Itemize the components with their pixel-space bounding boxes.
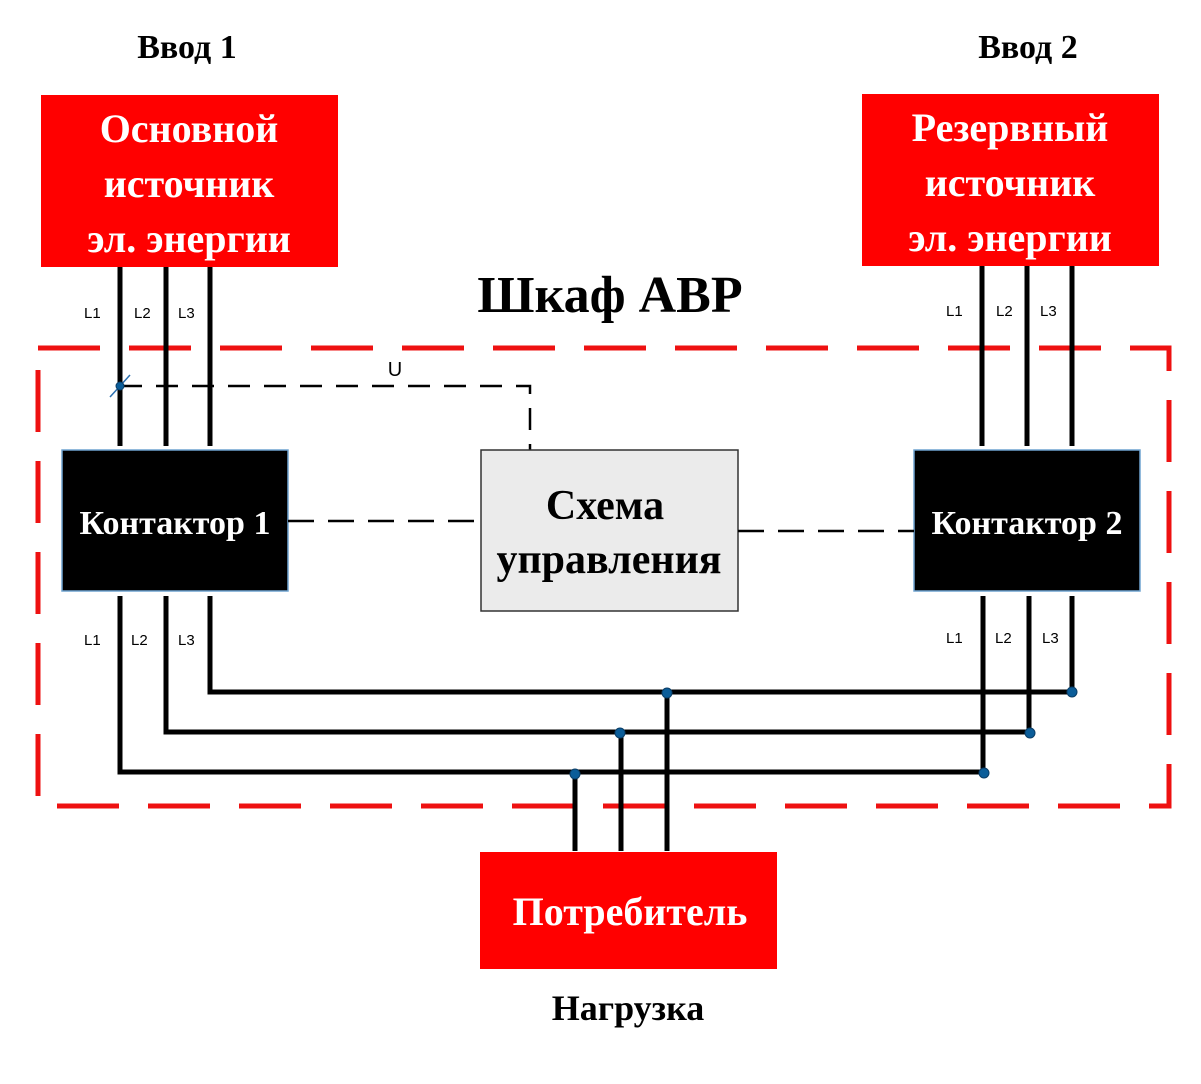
reserve-source-line-1: Резервный — [912, 105, 1109, 150]
contactor-2: Контактор 2 — [913, 449, 1141, 592]
junction-dot — [661, 687, 673, 699]
control-circuit: Схема управления — [480, 449, 739, 612]
main-source-line-2: источник — [104, 161, 275, 206]
phase-label-in2-l2: L2 — [996, 303, 1013, 320]
phase-label-in1-l1: L1 — [84, 305, 101, 322]
c1-out-l2 — [163, 596, 1030, 735]
junction-dot — [1066, 686, 1078, 698]
contactor-1: Контактор 1 — [61, 449, 289, 592]
cabinet-title: Шкаф АВР — [477, 267, 742, 324]
phase-label-in1-l2: L2 — [134, 305, 151, 322]
control-line-2: управления — [496, 537, 721, 583]
junction-dot — [569, 768, 581, 780]
phase-label-c1-l2: L2 — [131, 632, 148, 649]
voltage-sense-line — [109, 374, 532, 450]
c1-out-l3 — [207, 596, 1071, 695]
phase-label-c1-l1: L1 — [84, 632, 101, 649]
voltage-label: U — [388, 359, 402, 381]
input1-label: Ввод 1 — [137, 29, 237, 66]
reserve-source-box: Резервный источник эл. энергии — [862, 94, 1159, 266]
junction-dot — [614, 727, 626, 739]
phase-label-in1-l3: L3 — [178, 305, 195, 322]
c1-out-l1 — [117, 596, 984, 775]
phase-label-in2-l1: L1 — [946, 303, 963, 320]
junction-dot — [1024, 727, 1036, 739]
consumer-box: Потребитель — [480, 852, 777, 969]
consumer-caption: Нагрузка — [552, 988, 705, 1028]
input1-wires — [117, 267, 213, 446]
main-source-line-1: Основной — [100, 106, 279, 151]
phase-label-c1-l3: L3 — [178, 632, 195, 649]
reserve-source-line-2: источник — [925, 160, 1096, 205]
cabinet-border — [35, 345, 1172, 809]
input2-label: Ввод 2 — [978, 29, 1078, 66]
voltage-tap-junction — [115, 381, 125, 391]
reserve-source-line-3: эл. энергии — [908, 215, 1112, 260]
contactor-2-label: Контактор 2 — [932, 505, 1123, 542]
phase-label-c2-l3: L3 — [1042, 630, 1059, 647]
junction-dot — [978, 767, 990, 779]
phase-label-in2-l3: L3 — [1040, 303, 1057, 320]
control-line-1: Схема — [546, 483, 664, 529]
phase-label-c2-l2: L2 — [995, 630, 1012, 647]
main-source-line-3: эл. энергии — [87, 216, 291, 261]
main-source-box: Основной источник эл. энергии — [41, 95, 338, 267]
contactor-1-label: Контактор 1 — [80, 505, 271, 542]
phase-label-c2-l1: L1 — [946, 630, 963, 647]
input2-wires — [979, 266, 1075, 446]
consumer-label: Потребитель — [513, 889, 748, 934]
